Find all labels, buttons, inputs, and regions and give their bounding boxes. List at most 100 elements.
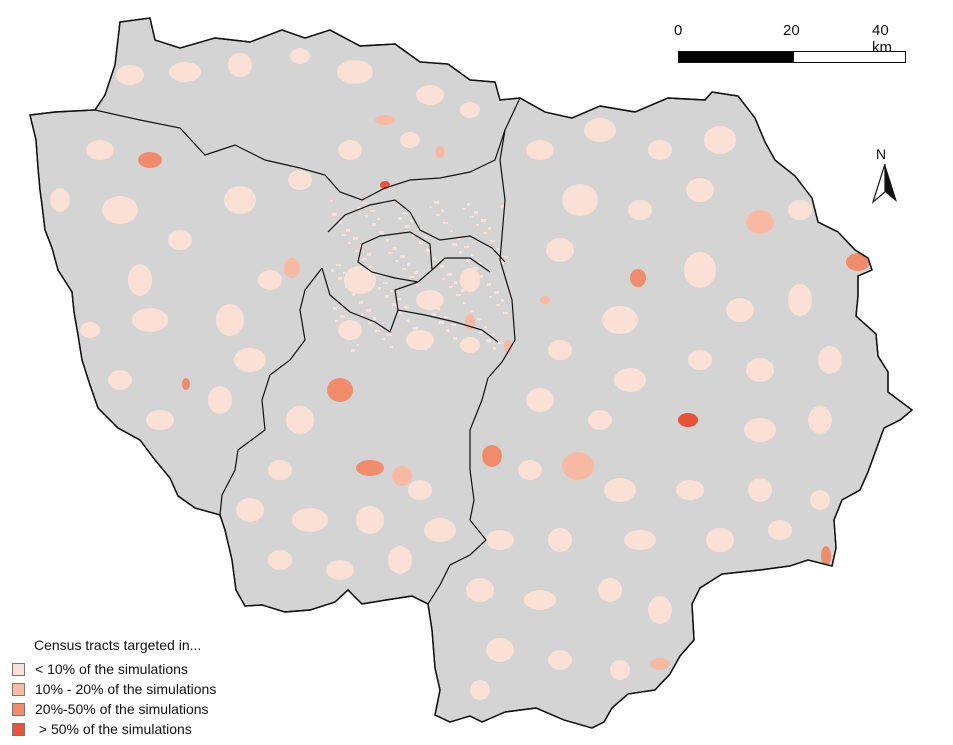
census-tract — [388, 252, 393, 254]
census-tract — [648, 140, 672, 160]
census-tract — [108, 370, 132, 390]
legend-label-10-20: 10% - 20% of the simulations — [35, 681, 217, 697]
north-arrow: N — [868, 146, 900, 208]
census-tract — [403, 212, 406, 214]
census-tract — [372, 223, 376, 226]
census-tract — [489, 296, 492, 298]
census-tract — [469, 216, 474, 218]
department-border — [431, 257, 491, 273]
census-tract — [169, 62, 201, 82]
census-tract — [385, 295, 389, 298]
census-tract — [746, 358, 774, 382]
census-tract — [518, 460, 542, 480]
census-tract — [439, 321, 444, 324]
census-tract — [373, 317, 376, 320]
census-tract — [460, 268, 480, 292]
census-tract — [457, 238, 461, 240]
census-tract — [362, 258, 367, 260]
department-border — [321, 267, 499, 343]
department-border — [219, 267, 323, 516]
census-tract — [331, 269, 334, 272]
census-tract — [704, 126, 736, 154]
census-tract — [433, 257, 436, 260]
census-tract — [628, 200, 652, 220]
census-tract — [382, 338, 385, 340]
census-tract — [393, 247, 397, 250]
census-tract — [474, 211, 478, 214]
census-tract — [470, 680, 490, 700]
census-tract — [504, 256, 508, 258]
census-tract — [464, 246, 469, 248]
census-tract — [398, 217, 402, 220]
legend-item-10-20: 10% - 20% of the simulations — [12, 679, 332, 699]
census-tract — [688, 350, 712, 370]
legend-swatch-lt10 — [12, 662, 25, 676]
department-border — [94, 97, 521, 201]
census-tract — [168, 230, 192, 250]
census-tract — [182, 378, 190, 390]
census-tract — [562, 452, 594, 480]
legend-label-gt50: > 50% of the simulations — [35, 721, 192, 737]
census-tract — [86, 140, 114, 160]
census-tract — [808, 406, 832, 434]
census-tract — [365, 215, 368, 218]
census-tract — [487, 283, 491, 286]
legend-label-lt10: < 10% of the simulations — [35, 661, 188, 677]
census-tract — [479, 331, 483, 334]
census-tract — [447, 273, 452, 276]
census-tract — [503, 312, 508, 314]
census-tract — [402, 268, 406, 270]
census-tract — [379, 231, 384, 234]
census-tract — [284, 258, 300, 278]
region-outline — [29, 17, 914, 729]
census-tract — [408, 480, 432, 500]
census-tract — [501, 299, 504, 302]
census-tract — [450, 230, 453, 232]
census-tract — [353, 237, 358, 240]
census-tract — [466, 259, 470, 262]
census-tract — [410, 220, 414, 222]
census-tract — [369, 266, 372, 268]
census-tract — [788, 200, 812, 220]
census-tract — [224, 186, 256, 214]
census-tract — [423, 292, 427, 294]
census-tract — [588, 410, 612, 430]
census-tract — [355, 250, 359, 252]
census-tract — [456, 294, 461, 296]
census-tract — [453, 337, 457, 340]
census-tract — [268, 460, 292, 480]
census-tract — [388, 546, 412, 574]
census-tract — [481, 219, 486, 222]
census-tract — [350, 280, 354, 282]
north-label: N — [876, 146, 887, 162]
census-tract — [846, 253, 870, 271]
census-tract — [437, 308, 440, 310]
census-tract — [420, 335, 423, 338]
census-tract — [377, 218, 380, 220]
census-tract — [406, 319, 410, 322]
census-tract — [473, 267, 478, 270]
legend-label-20-50: 20%-50% of the simulations — [35, 701, 209, 717]
census-tract — [678, 413, 698, 427]
census-tract — [430, 300, 435, 302]
census-tract — [236, 498, 264, 522]
census-tract — [460, 337, 480, 353]
census-tract — [818, 346, 842, 374]
census-tract — [208, 386, 232, 414]
census-tract — [598, 578, 622, 602]
census-tract — [432, 313, 436, 316]
census-tract — [426, 249, 431, 252]
census-tract — [342, 328, 346, 330]
census-tract — [356, 460, 384, 476]
census-tract — [351, 349, 355, 352]
census-tract — [376, 274, 380, 276]
census-tract — [339, 221, 342, 224]
census-tract — [416, 85, 444, 105]
census-tract — [499, 261, 504, 264]
census-tract — [404, 306, 409, 308]
census-tract — [524, 590, 556, 610]
census-tract — [216, 304, 244, 336]
census-tract — [348, 242, 351, 244]
census-tract — [343, 272, 346, 274]
census-tract — [604, 478, 636, 502]
